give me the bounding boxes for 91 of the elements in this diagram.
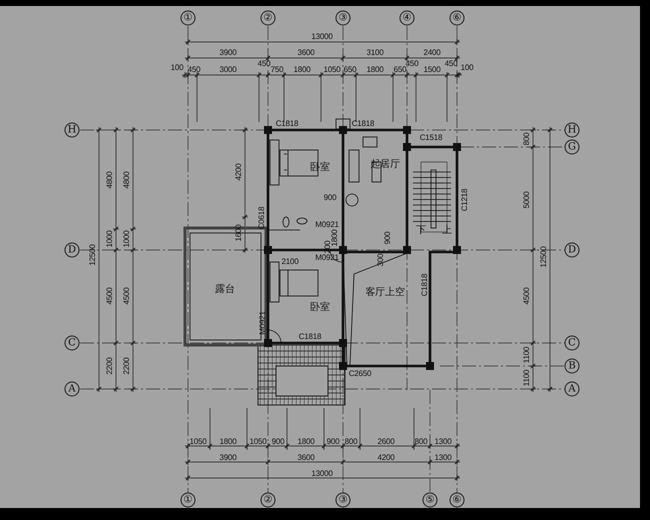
grid-axis-bubble: A <box>64 382 80 396</box>
window-code: C1818 <box>421 274 429 296</box>
grid-axis-bubble: C <box>64 336 80 350</box>
dimension-text: 1050 <box>324 66 340 74</box>
window-code: C0618 <box>258 206 266 230</box>
dimension-text: 1300 <box>434 438 452 446</box>
stair-direction-text: 上 <box>442 226 452 236</box>
dimension-text: 4200 <box>378 454 394 462</box>
dimension-text: 2100 <box>282 258 298 266</box>
dimension-text: 1500 <box>424 66 440 74</box>
dimension-text: 4500 <box>106 288 114 304</box>
dimension-text: 750 <box>270 66 284 74</box>
grid-axis-bubble: ④ <box>400 10 414 26</box>
dimension-text: 4800 <box>106 172 114 188</box>
grid-axis-bubble: D <box>564 242 580 258</box>
dimension-text: 1100 <box>523 346 531 364</box>
dimension-text: 1800 <box>366 66 384 74</box>
dimension-text: 650 <box>394 66 406 74</box>
window-code: C1218 <box>461 188 469 212</box>
dimension-text: 1600 <box>235 224 243 242</box>
grid-axis-bubble: ③ <box>336 10 350 26</box>
dimension-text: 1800 <box>294 66 310 74</box>
dimension-text: 4800 <box>123 172 131 188</box>
dimension-text: 4200 <box>235 164 243 180</box>
dimension-text: 1800 <box>220 438 236 446</box>
grid-axis-bubble: G <box>564 140 580 154</box>
window-code: C1818 <box>298 333 322 341</box>
dimension-text: 300 <box>377 254 385 266</box>
dimension-text: 3900 <box>220 49 236 57</box>
dimension-text: 100 <box>460 64 474 72</box>
dimension-text: 3000 <box>220 66 236 74</box>
grid-axis-bubble: D <box>64 242 80 258</box>
dimension-text: 1800 <box>298 438 314 446</box>
grid-axis-bubble: H <box>564 122 580 138</box>
dimension-text: 800 <box>344 438 358 446</box>
window-code: C1518 <box>420 134 442 142</box>
window-code: C1818 <box>352 120 374 128</box>
door-code: M0921 <box>259 311 267 335</box>
dimension-text: 4500 <box>123 288 131 304</box>
window-code: C1818 <box>276 120 298 128</box>
grid-axis-bubble: C <box>564 336 580 350</box>
grid-axis-bubble: ② <box>260 10 276 26</box>
grid-axis-bubble: ③ <box>336 492 350 508</box>
dimension-text: 900 <box>384 232 392 244</box>
grid-axis-bubble: ⑤ <box>422 492 438 508</box>
grid-axis-bubble: ① <box>180 492 196 508</box>
dimension-text: 13000 <box>311 470 333 478</box>
dimension-text: 12500 <box>89 244 97 266</box>
dimension-text: 900 <box>324 194 336 202</box>
dimension-text: 450 <box>406 60 418 68</box>
dimension-text: 900 <box>272 438 284 446</box>
room-label: 客厅上空 <box>365 288 405 298</box>
room-label: 露台 <box>215 285 235 295</box>
dimension-text: 1000 <box>123 230 131 248</box>
dimension-text: 800 <box>523 132 531 146</box>
dimension-text: 2200 <box>106 358 114 374</box>
dimension-text: 5000 <box>523 192 531 208</box>
dimension-text: 13000 <box>311 33 333 41</box>
grid-axis-bubble: B <box>564 358 580 374</box>
dimension-text: 2400 <box>424 49 440 57</box>
dimension-text: 12500 <box>540 246 548 268</box>
grid-axis-bubble: A <box>564 382 580 396</box>
dimension-text: 3600 <box>298 49 314 57</box>
dimension-text: 1000 <box>106 230 114 248</box>
dimension-text: 4500 <box>523 288 531 304</box>
dimension-text: 2600 <box>378 438 394 446</box>
dimension-text: 1050 <box>190 438 206 446</box>
dimension-text: 650 <box>344 66 356 74</box>
window-code: C2650 <box>348 370 372 378</box>
dimension-text: 900 <box>326 438 340 446</box>
dimension-text: 3600 <box>298 454 314 462</box>
dimension-text: 1800 <box>331 230 339 246</box>
grid-axis-bubble: ② <box>260 492 276 508</box>
room-label: 卧室 <box>310 303 330 313</box>
dimension-text: 100 <box>170 64 184 72</box>
dimension-text: 1050 <box>250 438 266 446</box>
dimension-text: 450 <box>188 66 200 74</box>
grid-axis-bubble: H <box>64 122 80 138</box>
dimension-text: 1300 <box>434 454 452 462</box>
grid-axis-bubble: ⑥ <box>450 492 464 508</box>
dimension-text: 450 <box>444 60 458 68</box>
dimension-text: 3100 <box>366 49 384 57</box>
dimension-text: 1100 <box>523 370 531 386</box>
dimension-text: 450 <box>258 60 270 68</box>
dimension-text: 3900 <box>220 454 236 462</box>
grid-axis-bubble: ① <box>180 10 196 26</box>
grid-axis-bubble: ⑥ <box>450 10 464 26</box>
door-code: M0921 <box>315 221 339 229</box>
dimension-text: 2200 <box>123 358 131 374</box>
dimension-text: 800 <box>414 438 428 446</box>
stair-direction-text: 下 <box>416 226 426 236</box>
